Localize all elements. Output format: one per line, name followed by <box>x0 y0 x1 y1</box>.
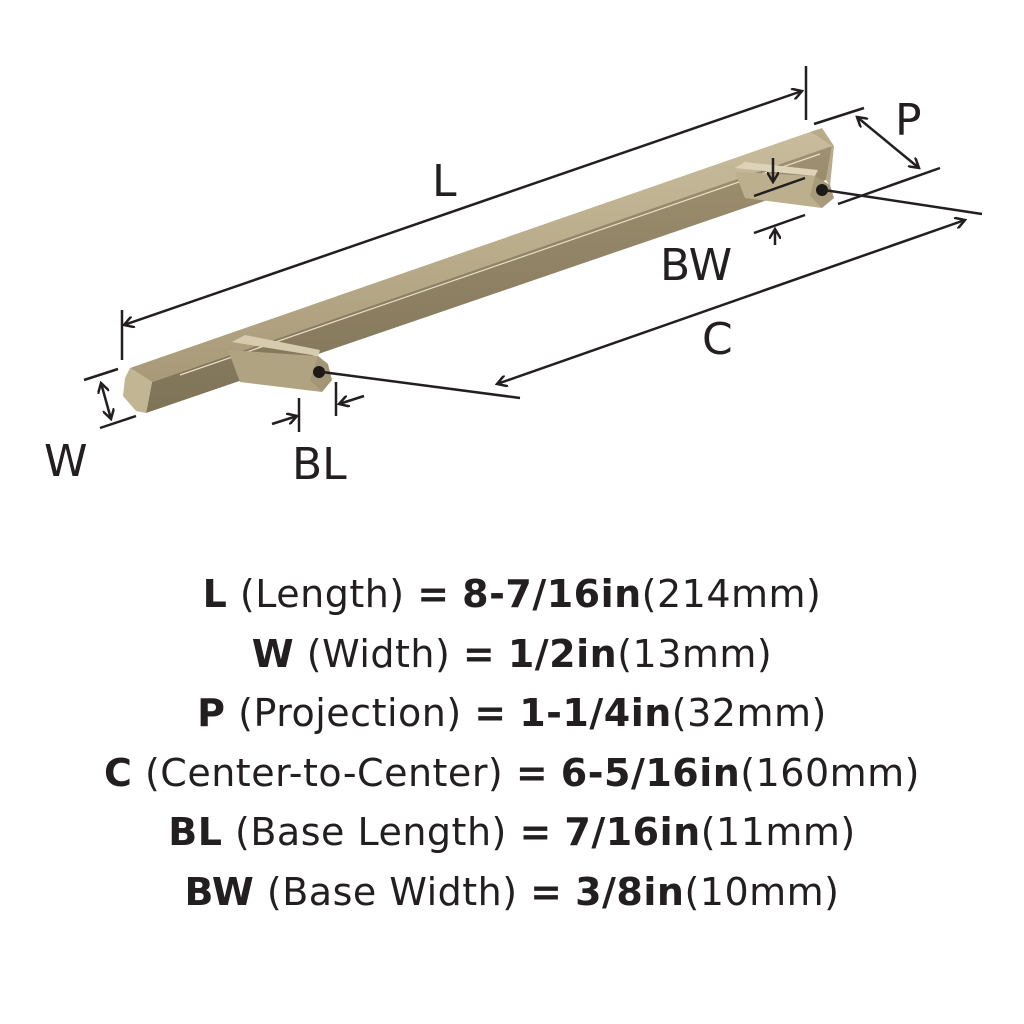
spec-mm: (13mm) <box>617 631 773 676</box>
spec-mm: (32mm) <box>671 691 827 735</box>
spec-name: (Base Length) <box>235 810 507 854</box>
spec-letter: C <box>103 750 133 795</box>
label-base-width: BW <box>660 240 732 291</box>
spec-name: (Length) <box>239 572 405 616</box>
spec-inch: 7/16in <box>564 810 701 854</box>
spec-letter: W <box>251 631 295 676</box>
spec-eq: = <box>519 810 552 854</box>
bar-end-cap <box>123 368 152 413</box>
dimension-specs: L (Length) = 8-7/16in(214mm) W (Width) =… <box>0 565 1024 922</box>
left-post <box>228 335 332 392</box>
spec-length: L (Length) = 8-7/16in(214mm) <box>0 565 1024 625</box>
handle-dimension-diagram: L W BL P C BW <box>44 66 983 490</box>
spec-name: (Center-to-Center) <box>144 750 504 795</box>
spec-letter: BW <box>184 869 255 914</box>
spec-inch: 8-7/16in <box>462 572 642 616</box>
spec-projection: P (Projection) = 1-1/4in(32mm) <box>0 684 1024 744</box>
spec-inch: 6-5/16in <box>560 750 741 795</box>
label-length: L <box>432 156 457 207</box>
right-end-cap <box>810 128 834 186</box>
spec-eq: = <box>530 869 563 914</box>
spec-eq: = <box>462 631 496 676</box>
spec-inch: 1-1/4in <box>519 691 672 735</box>
spec-base-length: BL (Base Length) = 7/16in(11mm) <box>0 803 1024 863</box>
label-width: W <box>44 436 88 487</box>
spec-letter: P <box>197 691 226 735</box>
spec-mm: (214mm) <box>641 572 822 616</box>
spec-inch: 3/8in <box>575 869 685 914</box>
spec-base-width: BW (Base Width) = 3/8in(10mm) <box>0 863 1024 923</box>
spec-mm: (11mm) <box>700 810 856 854</box>
spec-eq: = <box>515 750 549 795</box>
spec-mm: (160mm) <box>740 750 921 795</box>
spec-center-to-center: C (Center-to-Center) = 6-5/16in(160mm) <box>0 744 1024 804</box>
spec-eq: = <box>417 572 450 616</box>
label-center-to-center: C <box>702 314 733 365</box>
label-projection: P <box>895 95 922 146</box>
spec-eq: = <box>474 691 507 735</box>
spec-letter: L <box>202 572 228 616</box>
spec-name: (Projection) <box>238 691 462 735</box>
spec-inch: 1/2in <box>507 631 618 676</box>
label-base-length: BL <box>292 439 347 490</box>
spec-name: (Base Width) <box>266 869 518 914</box>
dimension-lines <box>83 66 983 432</box>
spec-mm: (10mm) <box>684 869 840 914</box>
spec-name: (Width) <box>306 631 451 676</box>
spec-letter: BL <box>168 810 223 854</box>
spec-width: W (Width) = 1/2in(13mm) <box>0 625 1024 685</box>
